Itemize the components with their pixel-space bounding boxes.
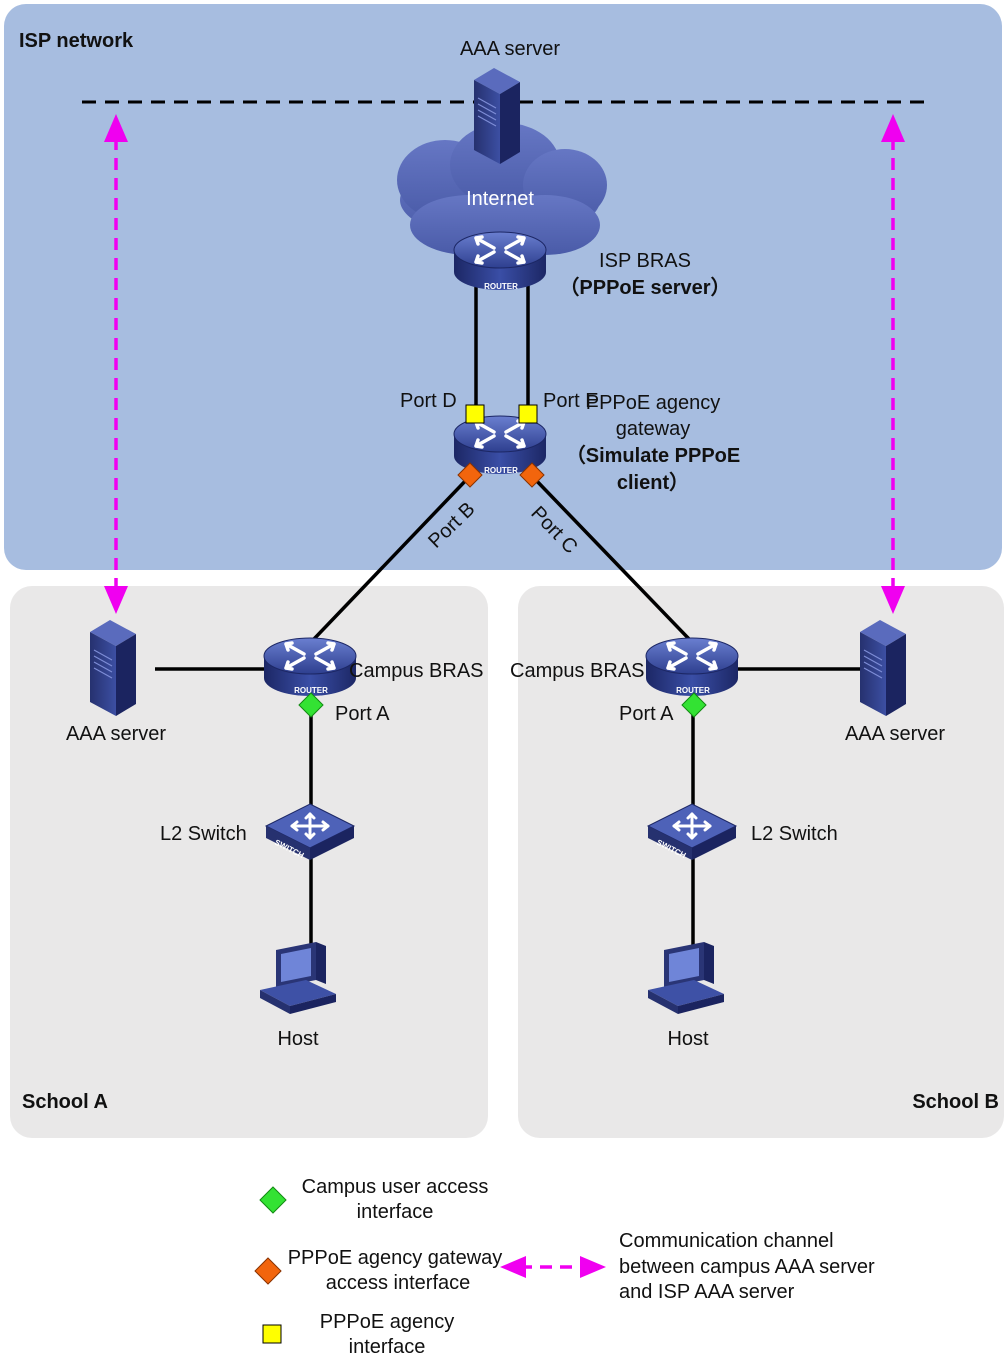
pppoe-gateway-router-caption: ROUTER [484,466,518,475]
legend-orange-line1: PPPoE agency gateway [288,1247,503,1269]
gateway-label-line1: PPPoE agency [586,392,721,414]
school-b-campus-bras-label: Campus BRAS [510,660,645,682]
school-b-title: School B [912,1091,999,1113]
legend-yellow-square [262,1324,282,1344]
aaa-channel-left [104,114,128,614]
school-b-zone [518,586,1004,1138]
port-d-agency-interface-marker [465,404,485,424]
school-b-port-a-label: Port A [619,703,674,725]
port-e-label: Port E [543,390,599,412]
isp-aaa-server-icon [473,67,521,165]
legend-green-line2: interface [357,1201,434,1223]
legend-yellow-line2: interface [349,1336,426,1358]
isp-network-title: ISP network [19,30,134,52]
legend-channel-arrow [500,1256,606,1278]
school-a-title: School A [22,1091,108,1113]
legend-green-diamond [259,1186,287,1214]
port-e-agency-interface-marker [518,404,538,424]
school-b-aaa-server-label: AAA server [845,723,945,745]
internet-label: Internet [466,188,534,210]
school-b-campus-bras-caption: ROUTER [676,686,710,695]
isp-bras-label: ISP BRAS [599,250,691,272]
legend-green-line1: Campus user access [302,1176,489,1198]
legend-channel-line2: between campus AAA server [619,1256,875,1278]
school-a-campus-bras-label: Campus BRAS [349,660,484,682]
school-a-port-a-user-access-marker [298,692,324,718]
port-c-gateway-access-marker [519,462,545,488]
legend-channel-line3: and ISP AAA server [619,1281,795,1303]
legend: Campus user access interface PPPoE agenc… [254,1176,875,1358]
school-b-aaa-server-icon [859,619,907,717]
legend-yellow-line1: PPPoE agency [320,1311,455,1333]
school-a-l2-switch-label: L2 Switch [160,823,247,845]
port-d-label: Port D [400,390,457,412]
port-b-gateway-access-marker [457,462,483,488]
school-a-zone [10,586,488,1138]
school-a-campus-bras-caption: ROUTER [294,686,328,695]
aaa-channel-right [881,114,905,614]
legend-orange-line2: access interface [326,1272,471,1294]
isp-bras-router-caption: ROUTER [484,282,518,291]
gateway-label-line2: gateway [616,418,691,440]
legend-channel-line1: Communication channel [619,1230,834,1252]
network-links [155,268,862,952]
school-a-host-label: Host [277,1028,319,1050]
legend-orange-diamond [254,1257,282,1285]
school-a-aaa-server-label: AAA server [66,723,166,745]
isp-bras-role-label: （PPPoE server） [559,276,730,299]
school-a-port-a-label: Port A [335,703,390,725]
isp-aaa-server-label: AAA server [460,38,560,60]
school-b-l2-switch-label: L2 Switch [751,823,838,845]
school-a-aaa-server-icon [89,619,137,717]
gateway-label-line4: client） [617,471,689,494]
school-b-host-label: Host [667,1028,709,1050]
school-b-port-a-user-access-marker [681,692,707,718]
gateway-label-line3: （Simulate PPPoE [566,444,741,467]
